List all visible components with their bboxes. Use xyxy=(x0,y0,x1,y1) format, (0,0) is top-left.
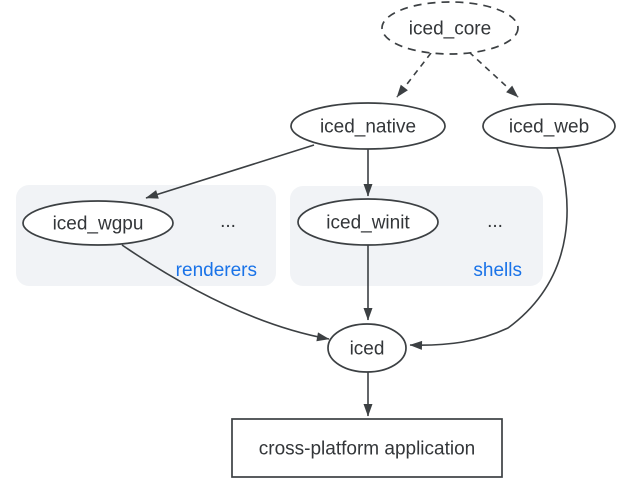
edge-iced-core-to-iced-native xyxy=(396,52,432,98)
group-renderers-label: renderers xyxy=(176,260,257,281)
node-iced-web-shape xyxy=(482,103,616,149)
node-iced-winit: iced_winit xyxy=(297,198,439,246)
node-iced-wgpu: iced_wgpu xyxy=(22,200,174,246)
node-iced-core-label: iced_core xyxy=(409,19,491,40)
node-iced: iced xyxy=(327,323,407,373)
group-shells-label: shells xyxy=(473,260,522,281)
edge-iced-native-to-iced-wgpu xyxy=(145,144,315,199)
node-iced-core: iced_core xyxy=(381,1,519,55)
node-iced-native: iced_native xyxy=(290,102,446,150)
node-iced-winit-label: iced_winit xyxy=(326,213,410,234)
node-iced-wgpu-shape xyxy=(22,200,174,246)
node-iced-web: iced_web xyxy=(482,103,616,149)
edge-iced-core-to-iced-web xyxy=(468,51,519,98)
node-iced-wgpu-label: iced_wgpu xyxy=(53,214,144,235)
edge-iced-web-to-iced xyxy=(409,147,568,350)
node-iced-shape xyxy=(327,323,407,373)
node-cross-platform-application: cross-platform application xyxy=(231,418,503,478)
group-renderers-ellipsis: ... xyxy=(220,211,236,232)
node-iced-label: iced xyxy=(350,339,385,360)
node-cross-platform-application-label: cross-platform application xyxy=(259,439,475,460)
node-iced-web-label: iced_web xyxy=(509,117,589,138)
node-cross-platform-application-shape xyxy=(231,418,503,478)
node-iced-winit-shape xyxy=(297,198,439,246)
node-iced-native-shape xyxy=(290,102,446,150)
edge-iced-wgpu-to-iced xyxy=(121,244,330,342)
node-iced-core-shape xyxy=(381,1,519,55)
group-shells-ellipsis: ... xyxy=(487,211,503,232)
node-iced-native-label: iced_native xyxy=(320,117,416,138)
